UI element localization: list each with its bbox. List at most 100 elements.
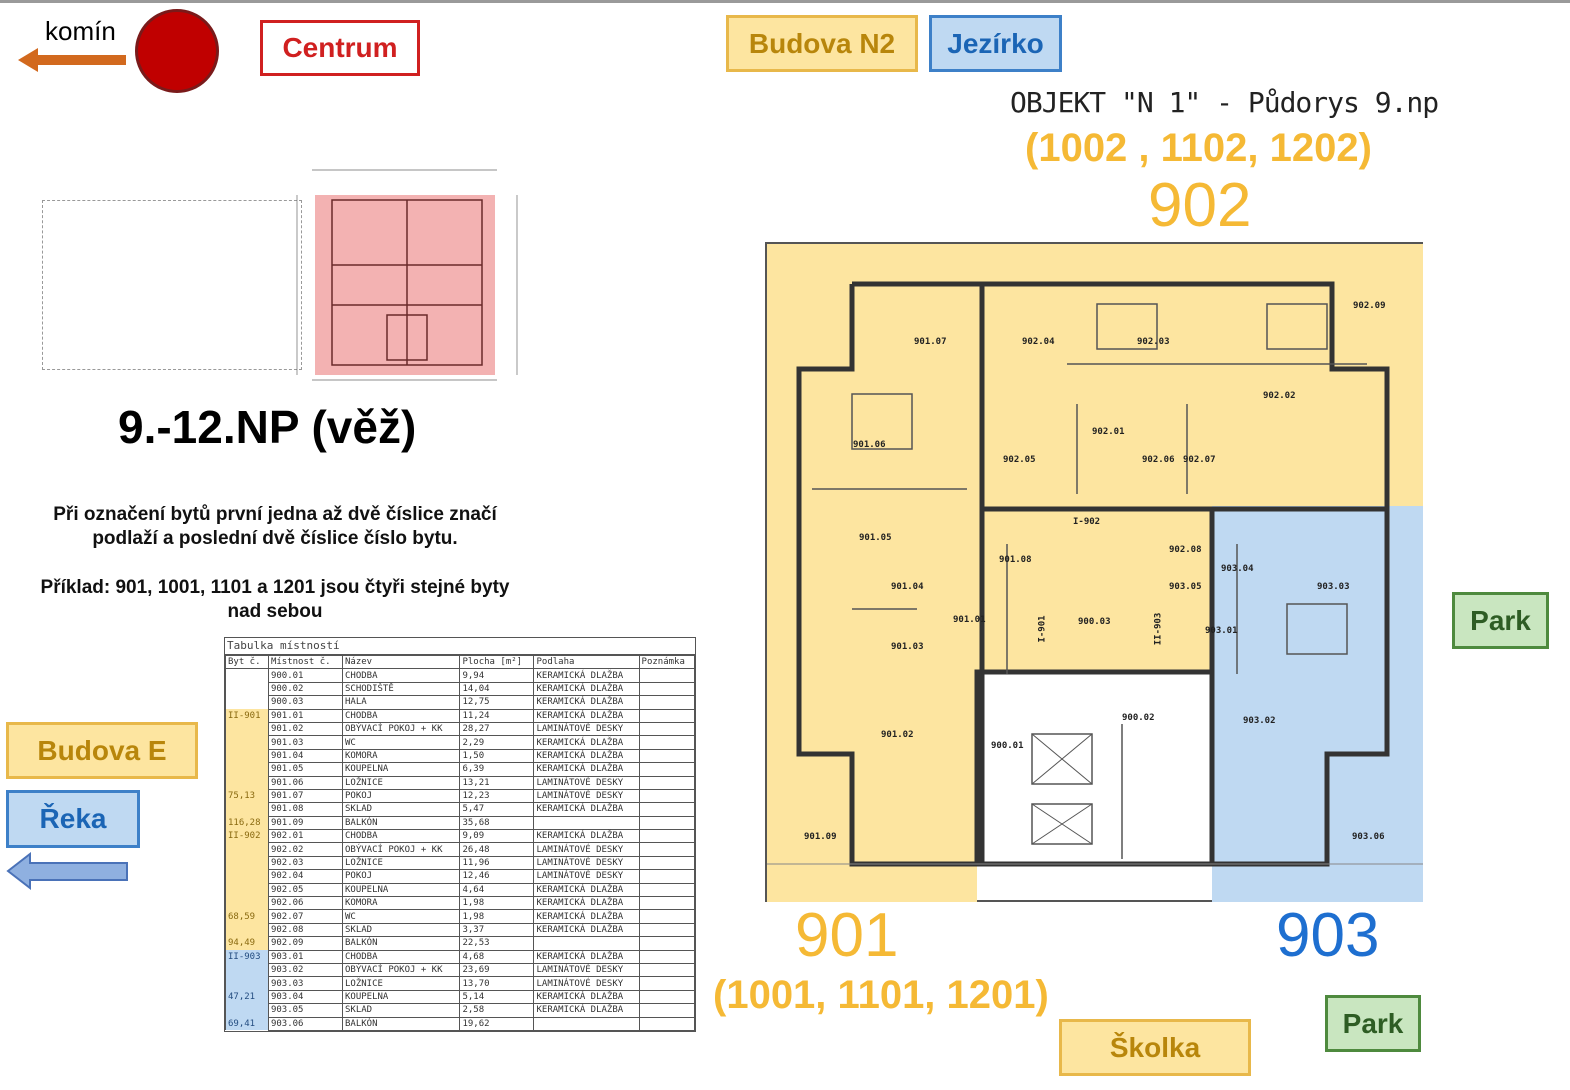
table-cell: KERAMICKÁ DLAŽBA (533, 909, 640, 924)
table-cell: KOMORA (341, 748, 461, 764)
table-cell: SKLAD (341, 922, 461, 938)
table-cell: KERAMICKÁ DLAŽBA (533, 882, 640, 898)
neighbour-outline (42, 200, 302, 370)
table-cell: 2,58 (459, 1003, 535, 1018)
table-cell: KOMORA (341, 896, 461, 911)
table-cell: KERAMICKÁ DLAŽBA (533, 829, 640, 844)
table-cell: 901.01 (267, 708, 343, 723)
table-cell: 4,68 (459, 949, 535, 964)
table-cell: BALKÓN (341, 936, 461, 951)
table-cell (225, 1003, 269, 1018)
table-header: Název (341, 654, 461, 670)
table-cell: 901.04 (267, 748, 343, 764)
table-cell (638, 775, 696, 790)
mini-floor-plan (296, 169, 518, 381)
floor-plan: 901.07 902.04 902.03 902.09 902.02 901.0… (765, 242, 1423, 902)
table-cell (225, 883, 269, 897)
top-border (0, 0, 1570, 3)
table-cell: 901.03 (267, 735, 343, 750)
table-cell: KOUPELNA (341, 762, 461, 777)
table-cell: KERAMICKÁ DLAŽBA (533, 668, 640, 683)
table-cell: BALKÓN (341, 815, 461, 831)
table-cell: 901.02 (267, 721, 343, 737)
table-cell (638, 1016, 696, 1031)
table-cell (225, 668, 269, 683)
budova-e-tag: Budova E (6, 722, 198, 779)
unit-901-area (977, 506, 1212, 672)
room-label: 901.04 (891, 582, 924, 592)
table-cell: KERAMICKÁ DLAŽBA (533, 922, 640, 938)
table-cell: POKOJ (341, 869, 461, 884)
table-cell: 900.02 (267, 681, 343, 697)
table-cell: 903.01 (267, 949, 343, 964)
table-cell: 11,24 (459, 708, 535, 723)
table-header: Poznámka (638, 654, 696, 670)
table-cell (638, 762, 696, 777)
table-cell: LAMINÁTOVÉ DESKY (533, 855, 640, 871)
unit-901-area (767, 506, 977, 902)
table-cell: KERAMICKÁ DLAŽBA (533, 681, 640, 697)
table-cell: 903.03 (267, 976, 343, 991)
table-cell: 2,29 (459, 735, 535, 750)
table-cell (638, 735, 696, 750)
table-cell: 903.02 (267, 962, 343, 978)
table-cell: KOUPELNA (341, 989, 461, 1005)
budova-n2-tag: Budova N2 (726, 15, 918, 72)
plan-title: OBJEKT "N 1" - Půdorys 9.np (1010, 86, 1439, 119)
table-cell: KERAMICKÁ DLAŽBA (533, 695, 640, 710)
table-cell: SKLAD (341, 802, 461, 817)
table-cell: 901.05 (267, 762, 343, 777)
unit-902-label: 902 (1148, 171, 1252, 240)
room-label: 900.02 (1122, 713, 1155, 723)
table-cell (225, 802, 269, 817)
table-cell: 69,41 (225, 1017, 269, 1031)
room-label: 901.06 (853, 440, 886, 450)
table-cell (638, 922, 696, 938)
table-cell: 3,37 (459, 922, 535, 938)
table-cell (638, 815, 696, 831)
table-cell: 901.09 (267, 815, 343, 831)
table-cell: 23,69 (459, 962, 535, 978)
table-cell: 116,28 (225, 816, 269, 830)
table-cell (225, 695, 269, 710)
table-cell: 1,98 (459, 909, 535, 924)
table-cell (638, 896, 696, 911)
table-title: Tabulka místností (225, 638, 695, 655)
table-cell (638, 909, 696, 924)
room-label: 902.02 (1263, 391, 1296, 401)
table-cell: KERAMICKÁ DLAŽBA (533, 989, 640, 1005)
table-cell (638, 882, 696, 898)
table-cell: KOUPELNA (341, 882, 461, 898)
table-cell (225, 749, 269, 763)
floor-label: 9.-12.NP (věž) (118, 401, 417, 453)
table-cell (533, 815, 640, 831)
table-cell: LOŽNICE (341, 855, 461, 871)
table-cell: 9,09 (459, 829, 535, 844)
table-cell: OBÝVACÍ POKOJ + KK (341, 721, 461, 737)
table-cell: 5,47 (459, 802, 535, 817)
table-cell: 13,70 (459, 976, 535, 991)
table-cell (225, 682, 269, 696)
table-cell: WC (341, 909, 461, 924)
table-cell: 903.06 (267, 1016, 343, 1031)
arrow-left-icon (6, 852, 128, 890)
table-cell (533, 936, 640, 951)
room-label: 902.06 (1142, 455, 1175, 465)
table-cell: 12,23 (459, 788, 535, 804)
table-cell: 4,64 (459, 882, 535, 898)
table-cell: 75,13 (225, 789, 269, 803)
table-cell (533, 1016, 640, 1031)
table-cell: 47,21 (225, 990, 269, 1004)
table-cell: 902.03 (267, 855, 343, 871)
room-label: 903.06 (1352, 832, 1385, 842)
table-cell (638, 949, 696, 964)
table-cell: 902.06 (267, 896, 343, 911)
table-cell: 9,94 (459, 668, 535, 683)
unit-901-label: 901 (795, 901, 899, 970)
